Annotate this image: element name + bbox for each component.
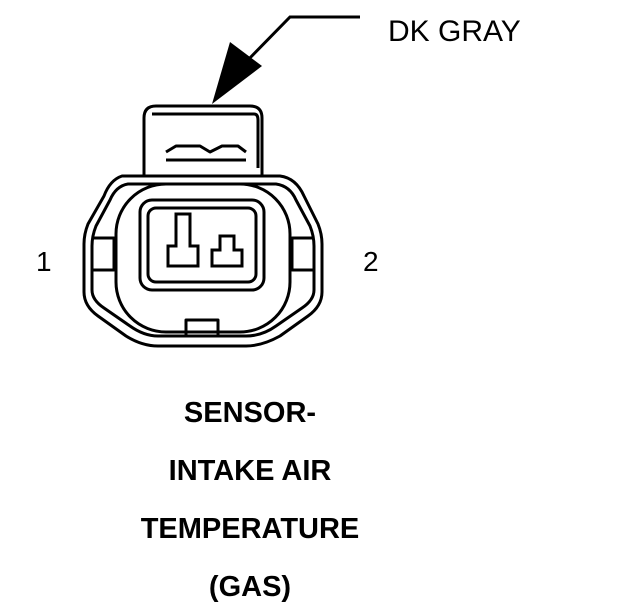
caption-line: TEMPERATURE bbox=[140, 513, 360, 545]
caption-line: INTAKE AIR bbox=[168, 455, 332, 487]
connector-diagram bbox=[82, 15, 360, 348]
terminal-2 bbox=[210, 234, 244, 268]
connector-caption: SENSOR- INTAKE AIR TEMPERATURE (GAS) bbox=[20, 384, 480, 616]
pin-number-2: 2 bbox=[363, 246, 379, 277]
terminal-1 bbox=[166, 212, 200, 268]
callout-arrowhead bbox=[212, 42, 262, 104]
connector-body bbox=[82, 104, 324, 348]
callout-leader bbox=[242, 15, 360, 66]
caption-line: SENSOR- bbox=[183, 397, 317, 429]
caption-line: (GAS) bbox=[208, 571, 292, 603]
wire-color-label: DK GRAY bbox=[388, 15, 521, 48]
pin-number-1: 1 bbox=[36, 246, 52, 277]
